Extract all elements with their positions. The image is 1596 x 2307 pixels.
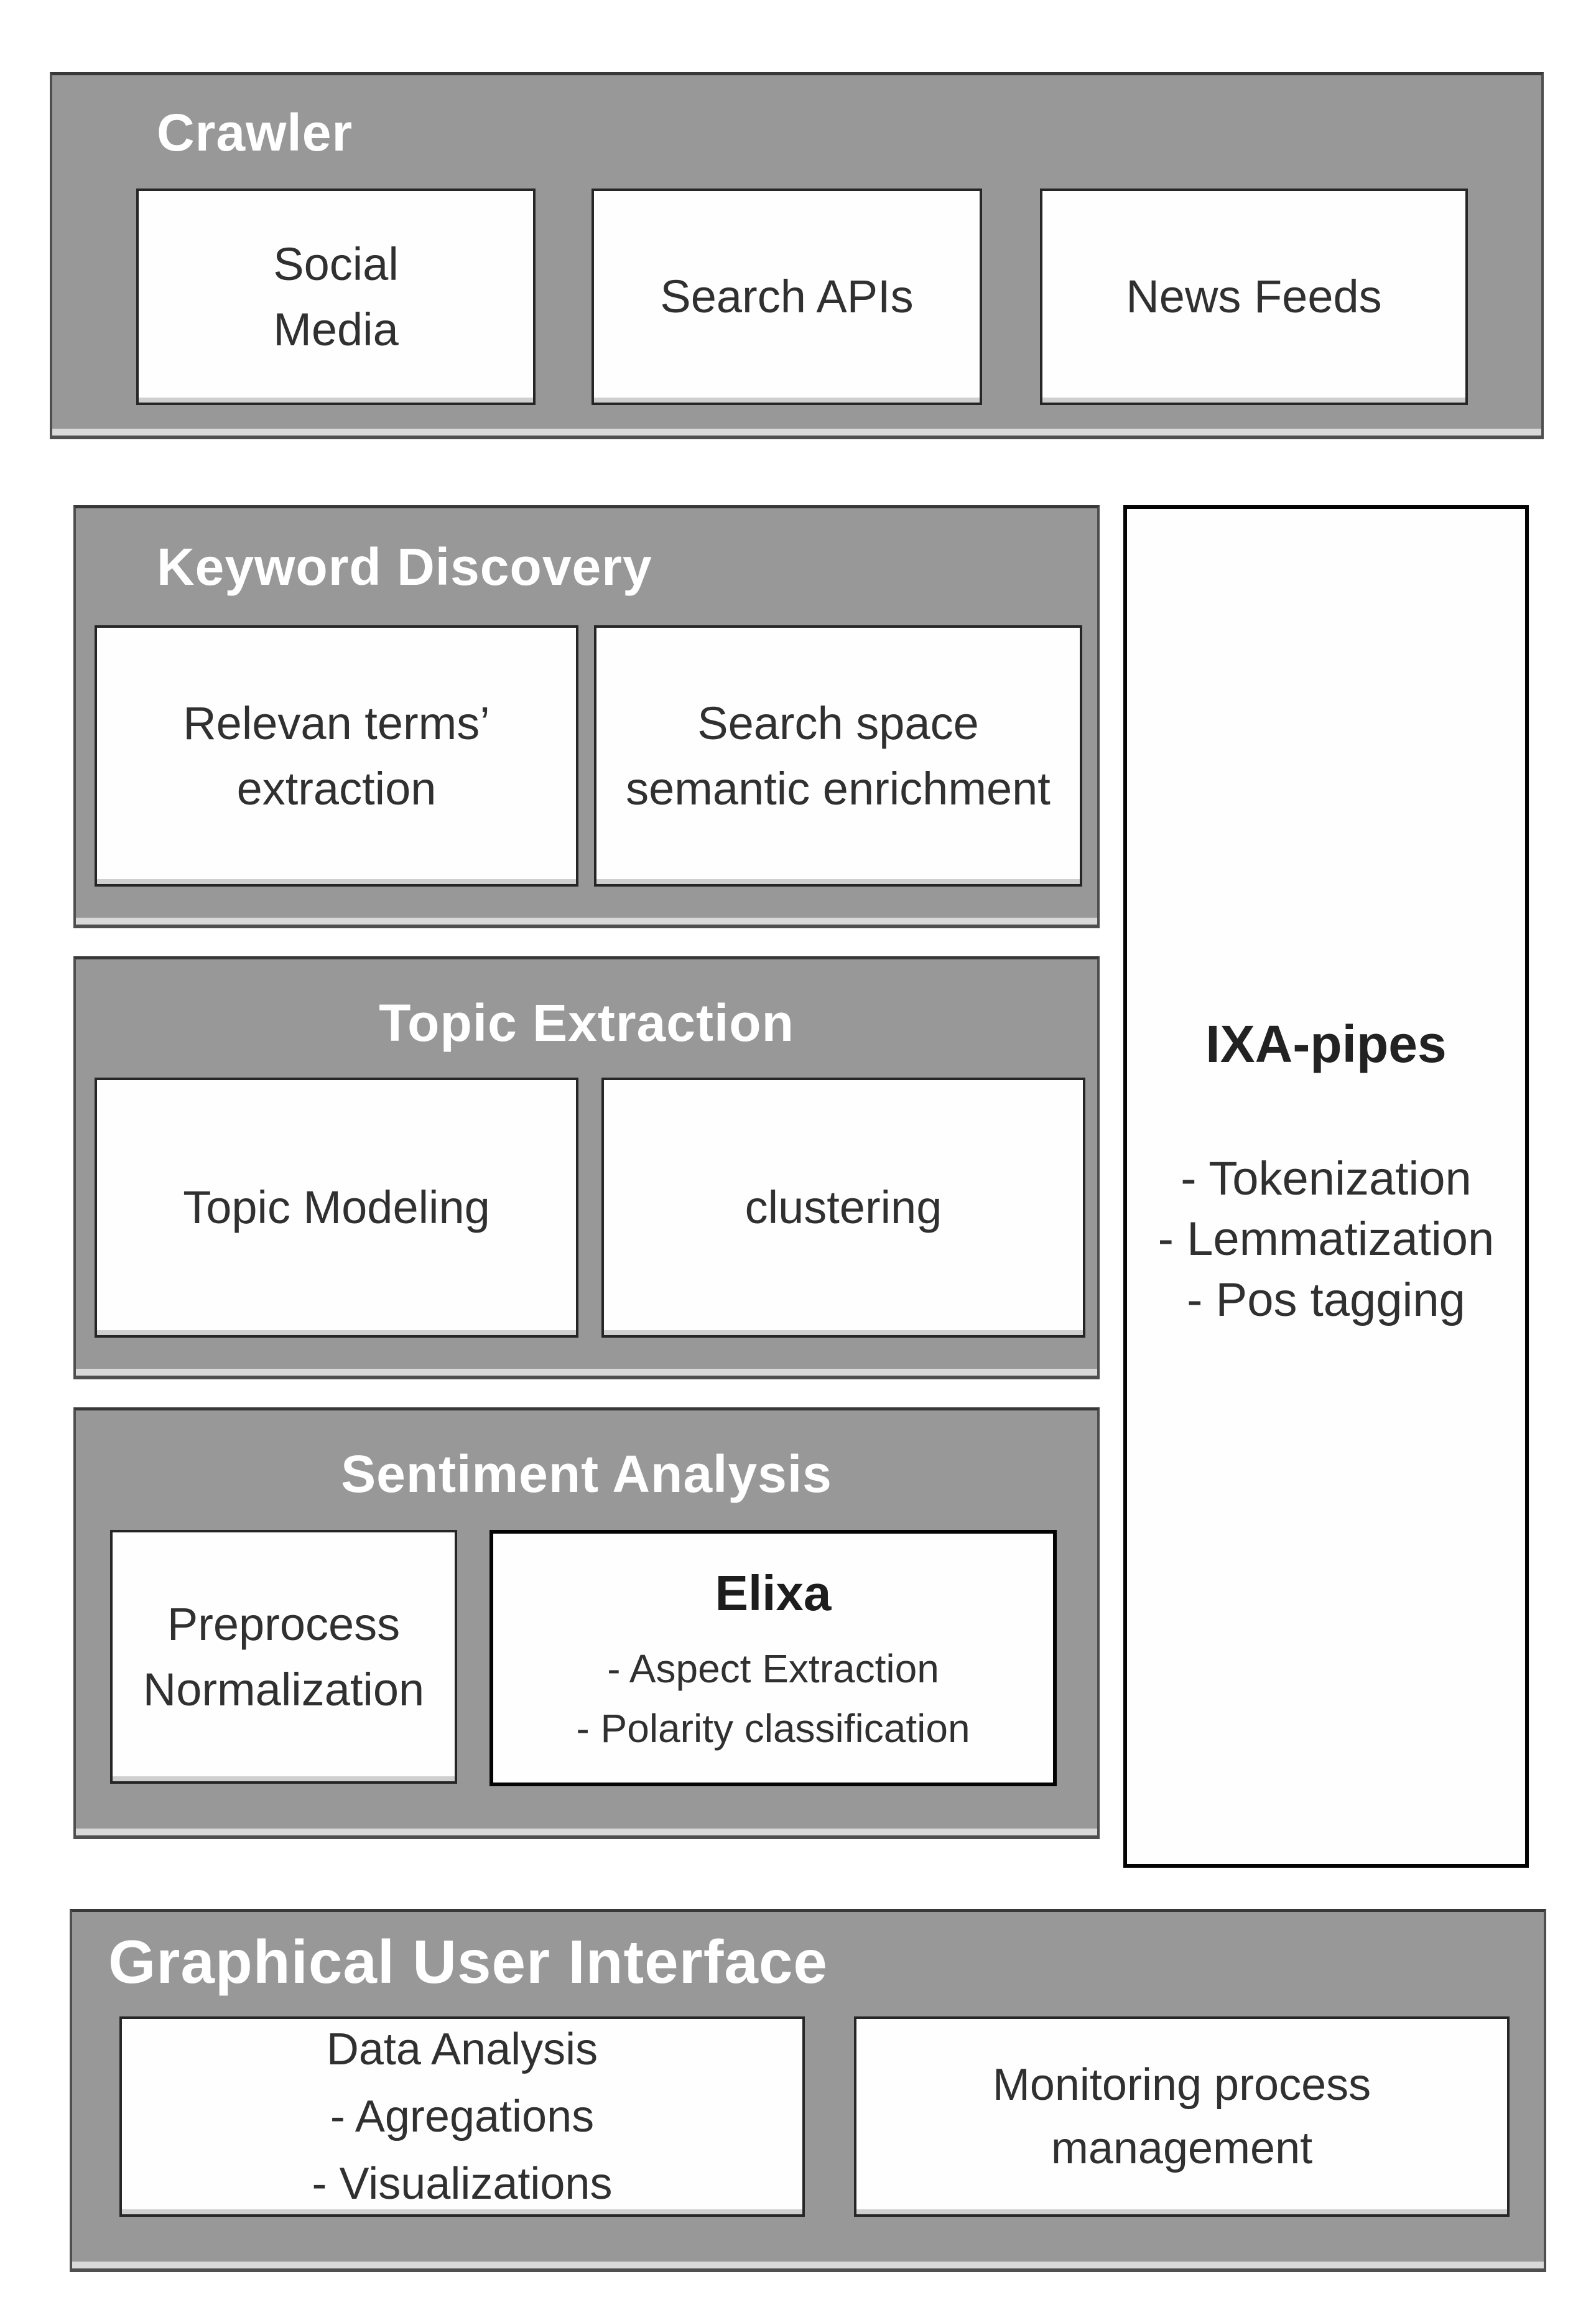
box-social-media: Social Media xyxy=(136,189,536,405)
ixa-item-pos-tagging: - Pos tagging xyxy=(1187,1273,1465,1326)
box-search-apis: Search APIs xyxy=(592,189,982,405)
section-topic-extraction: Topic Extraction Topic Modeling clusteri… xyxy=(73,956,1100,1379)
ixa-pipes-title: IXA-pipes xyxy=(1205,1015,1447,1073)
box-topic-modeling: Topic Modeling xyxy=(95,1078,578,1338)
box-search-space-semantic-enrichment: Search space semantic enrichment xyxy=(594,625,1082,887)
box-news-feeds: News Feeds xyxy=(1040,189,1468,405)
section-keyword-discovery: Keyword Discovery Relevan terms’ extract… xyxy=(73,505,1100,928)
section-sentiment-analysis: Sentiment Analysis Preprocess Normalizat… xyxy=(73,1407,1100,1839)
panel-ixa-pipes: IXA-pipes - Tokenization - Lemmatization… xyxy=(1123,505,1529,1868)
ixa-item-lemmatization: - Lemmatization xyxy=(1158,1213,1495,1266)
ixa-item-tokenization: - Tokenization xyxy=(1181,1152,1472,1205)
section-title-sentiment-analysis: Sentiment Analysis xyxy=(341,1445,832,1503)
box-clustering: clustering xyxy=(601,1078,1085,1338)
elixa-title: Elixa xyxy=(715,1565,832,1621)
box-relevan-terms-extraction: Relevan terms’ extraction xyxy=(95,625,578,887)
elixa-item-aspect-extraction: - Aspect Extraction xyxy=(607,1646,939,1691)
section-graphical-user-interface: Graphical User Interface Data Analysis -… xyxy=(70,1909,1546,2272)
box-preprocess-normalization: Preprocess Normalization xyxy=(110,1530,457,1784)
box-elixa: Elixa - Aspect Extraction - Polarity cla… xyxy=(489,1530,1057,1786)
section-crawler: Crawler Social Media Search APIs News Fe… xyxy=(50,72,1544,439)
box-data-analysis: Data Analysis - Agregations - Visualizat… xyxy=(119,2016,805,2217)
ixa-pipes-items: - Tokenization - Lemmatization - Pos tag… xyxy=(1127,1149,1525,1330)
elixa-item-polarity-classification: - Polarity classification xyxy=(576,1705,970,1751)
section-title-crawler: Crawler xyxy=(157,103,353,162)
box-monitoring-process-management: Monitoring process management xyxy=(854,2016,1510,2217)
section-title-graphical-user-interface: Graphical User Interface xyxy=(108,1927,828,1996)
section-title-topic-extraction: Topic Extraction xyxy=(379,994,794,1052)
section-title-keyword-discovery: Keyword Discovery xyxy=(157,538,652,596)
